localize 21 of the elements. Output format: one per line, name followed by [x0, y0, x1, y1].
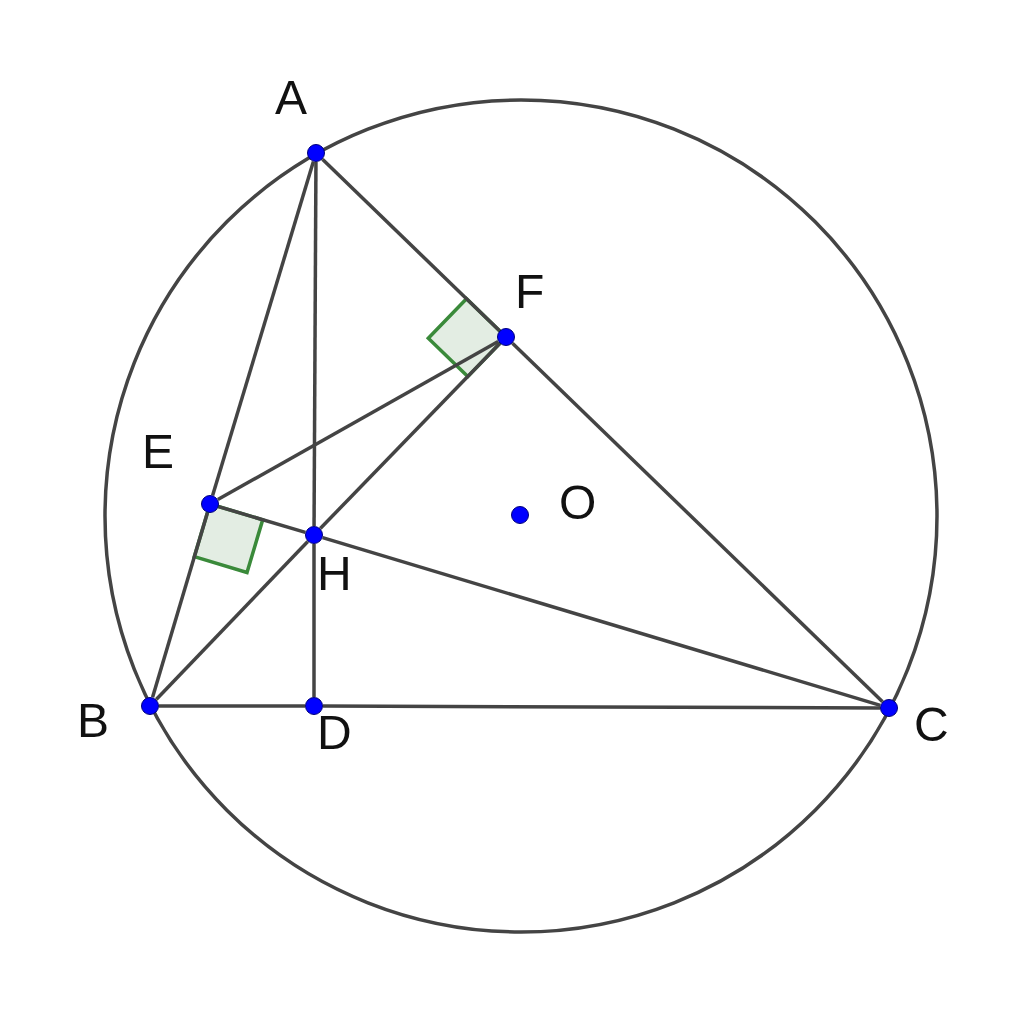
line-segment	[210, 161, 316, 496]
line-segment	[511, 342, 884, 703]
line-segment	[216, 339, 500, 502]
point-label: D	[317, 709, 352, 757]
line-segment	[312, 544, 316, 697]
line-segment	[321, 158, 501, 332]
line-segment	[323, 704, 880, 710]
point-label: O	[559, 479, 597, 527]
point-label: A	[275, 74, 307, 122]
line-segment	[319, 342, 501, 530]
line-segment	[159, 704, 305, 708]
point-label: F	[515, 268, 545, 316]
point-label: E	[142, 428, 174, 476]
point-label: B	[77, 697, 109, 745]
line-segment	[150, 512, 210, 698]
point-label: H	[317, 550, 352, 598]
point-label: C	[914, 701, 949, 749]
line-segment	[312, 162, 318, 526]
line-segment	[154, 540, 310, 701]
line-segment	[322, 535, 881, 708]
line-segment	[218, 504, 306, 535]
